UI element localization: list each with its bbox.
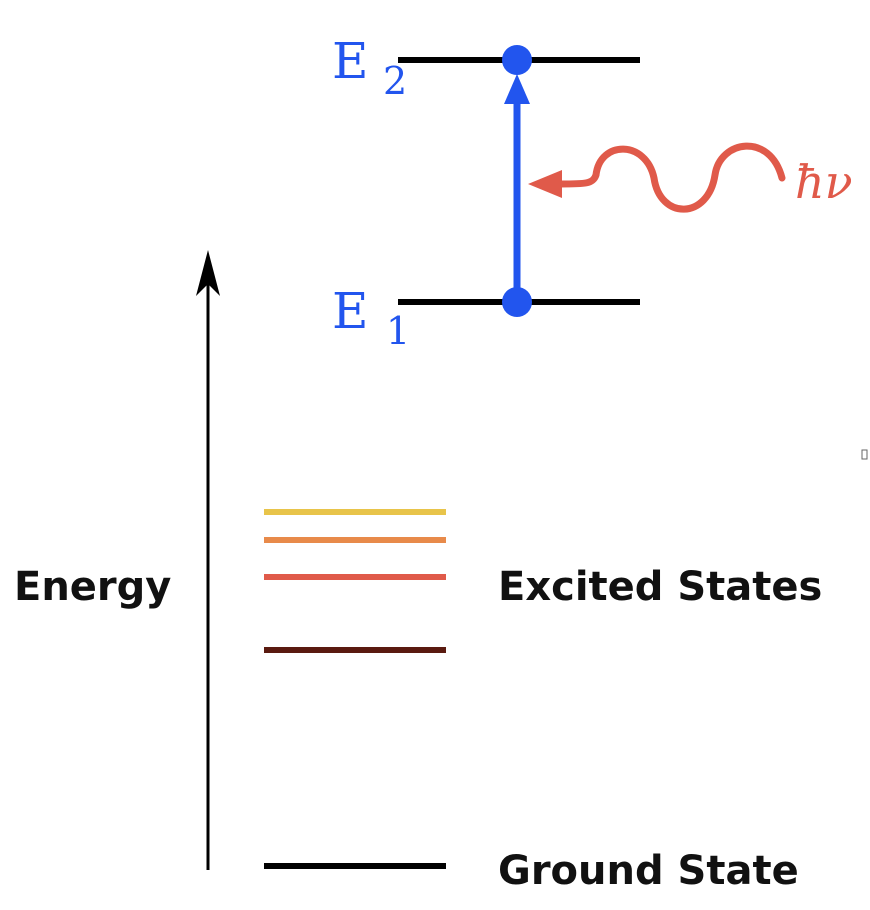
photon-label: ħν bbox=[795, 155, 853, 209]
electron-e1-dot bbox=[502, 287, 532, 317]
label-e2-sub: 2 bbox=[383, 59, 407, 103]
up-arrow-icon bbox=[196, 250, 220, 296]
excited-states-group: Excited States bbox=[264, 509, 822, 653]
label-e1: E 1 bbox=[332, 282, 410, 353]
label-e2: E 2 bbox=[332, 32, 407, 103]
transition-arrow-head-icon bbox=[504, 74, 530, 104]
excited-states-label: Excited States bbox=[498, 564, 822, 610]
ground-state-group: Ground State bbox=[264, 848, 799, 894]
label-e1-sub: 1 bbox=[386, 309, 410, 353]
wavy-arrow-icon bbox=[528, 142, 786, 213]
energy-axis-label: Energy bbox=[14, 564, 171, 610]
energy-axis: Energy bbox=[14, 250, 220, 870]
electron-e2-dot bbox=[502, 45, 532, 75]
edge-artifact bbox=[861, 449, 868, 460]
label-e2-main: E bbox=[332, 32, 369, 90]
label-e1-main: E bbox=[332, 282, 369, 340]
two-level-system: E 2 E 1 ħν bbox=[332, 32, 853, 353]
ground-state-label: Ground State bbox=[498, 848, 799, 894]
